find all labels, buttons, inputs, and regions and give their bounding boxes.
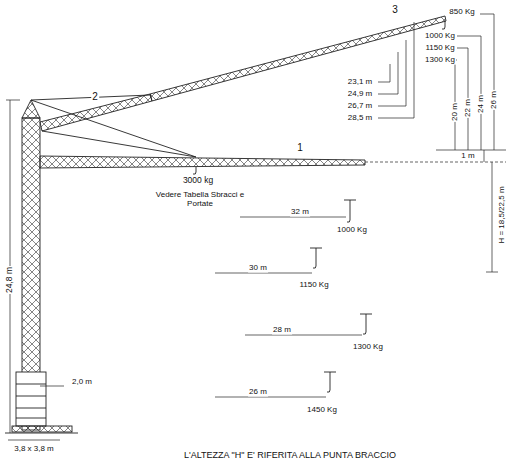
dimension-label: 22 m (464, 98, 473, 118)
load-label: 1000 Kg (424, 32, 456, 41)
dimension-label: 32 m (290, 208, 310, 217)
dimension-label: 23,1 m (347, 78, 373, 87)
dimension-label: 20 m (451, 102, 460, 122)
callout-number: 1 (296, 142, 304, 153)
note: Vedere Tabella Sbracci e Portate (154, 191, 246, 209)
crane (5, 16, 446, 433)
load-label: 1450 Kg (306, 406, 338, 415)
load-label: 850 Kg (448, 8, 475, 17)
dimension-label: 2,0 m (71, 378, 93, 387)
dimension-label: 24,8 m (5, 266, 14, 294)
callout-number: 3 (391, 4, 399, 15)
load-label: 3000 kg (182, 176, 214, 185)
dimension-label: 28,5 m (347, 114, 373, 123)
load-label: 1000 Kg (336, 226, 368, 235)
load-label: 1150 Kg (298, 281, 329, 290)
callout-number: 2 (91, 91, 99, 102)
dimension-lines (6, 14, 506, 440)
dimension-label: 30 m (248, 264, 268, 273)
dimension-label: 24,9 m (347, 90, 373, 99)
load-label: 1150 Kg (424, 44, 455, 53)
dimension-label: 28 m (272, 326, 292, 335)
dimension-label: 24 m (477, 94, 486, 114)
dimension-label: 3,8 x 3,8 m (13, 445, 55, 454)
caption: L'ALTEZZA "H" E' RIFERITA ALLA PUNTA BRA… (184, 450, 396, 460)
load-label: 1300 Kg (424, 56, 456, 65)
dimension-label: 1 m (460, 152, 475, 161)
dimension-label: 26,7 m (347, 102, 373, 111)
dimension-label: H = 18,5/22,5 m (498, 185, 507, 244)
dimension-label: 26 m (490, 90, 499, 110)
load-label: 1300 Kg (352, 343, 384, 352)
dimension-label: 26 m (248, 388, 268, 397)
